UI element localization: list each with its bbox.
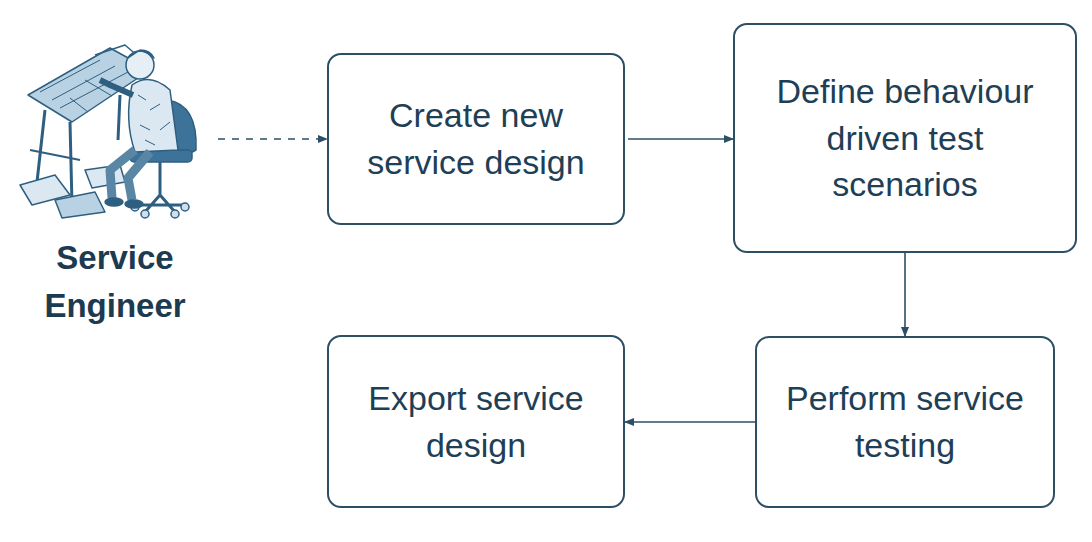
process-box: Define behaviour driven test scenarios	[733, 23, 1077, 253]
box-label: Perform service testing	[775, 375, 1035, 469]
box-label: Define behaviour driven test scenarios	[753, 68, 1057, 209]
actor-label: Service Engineer	[15, 234, 215, 330]
flow-arrow	[904, 253, 906, 336]
process-box: Perform service testing	[755, 336, 1055, 508]
flow-arrow	[628, 138, 733, 140]
process-box: Create new service design	[327, 53, 625, 225]
flow-arrow	[625, 421, 755, 423]
dashed-arrow	[218, 138, 327, 140]
actor-figure: Service Engineer	[15, 40, 215, 330]
process-box: Export service design	[327, 335, 625, 508]
box-label: Create new service design	[347, 92, 605, 186]
box-label: Export service design	[347, 375, 605, 469]
